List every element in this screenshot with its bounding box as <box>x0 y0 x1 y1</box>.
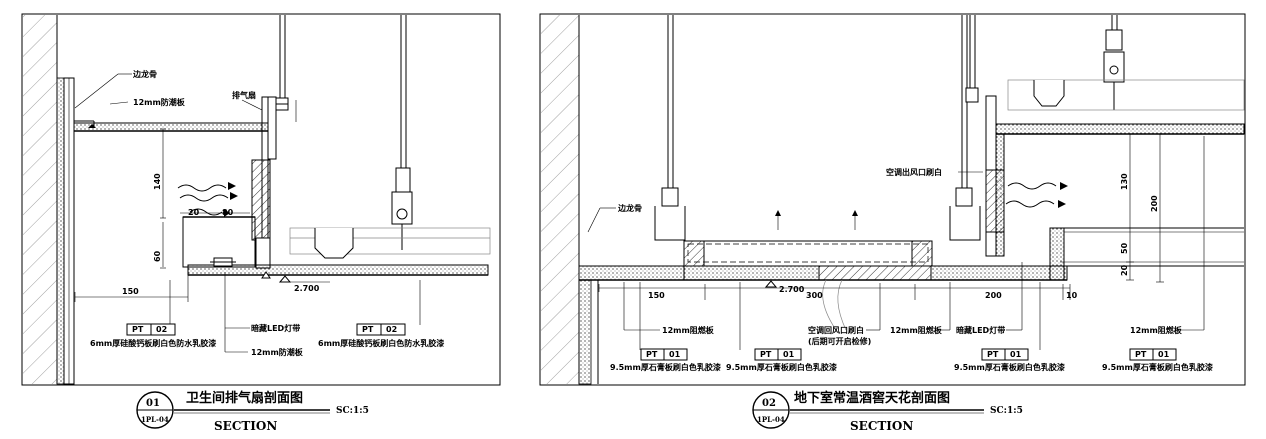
drawing-02-wall <box>541 15 599 385</box>
drawing-01-exhaust-fan <box>177 96 277 269</box>
label-led: 暗藏LED灯带 <box>956 325 1005 335</box>
label-return-note: (后期可开启检修) <box>808 336 871 346</box>
label-outlet: 空调出风口刷白 <box>886 167 942 177</box>
tag-code: PT <box>1135 350 1147 359</box>
label-keel: 边龙骨 <box>617 203 642 213</box>
label-fan: 排气扇 <box>232 90 256 100</box>
dim-10: 10 <box>1066 291 1078 300</box>
label-board3: 12mm阻燃板 <box>1130 325 1183 335</box>
drawing-01-upper-board <box>73 120 271 132</box>
drawing-02-ceiling-board <box>578 265 1068 281</box>
material-tag: PT 01 9.5mm厚石膏板刷白色乳胶漆 <box>954 348 1065 372</box>
label-board-top: 12mm防潮板 <box>133 97 186 107</box>
drawing-01-dimensions: 140 60 20 80 150 2.700 <box>74 128 330 302</box>
dim-150: 150 <box>122 287 139 296</box>
tag-num: 02 <box>156 325 167 334</box>
dim-150: 150 <box>648 291 665 300</box>
label-board2: 12mm阻燃板 <box>890 325 943 335</box>
drawing-01-lower-board <box>182 216 489 279</box>
tag-num: 02 <box>386 325 397 334</box>
spec-2: 9.5mm厚石膏板刷白色乳胶漆 <box>726 362 837 372</box>
dim-80: 80 <box>222 208 234 217</box>
dim-200: 200 <box>985 291 1002 300</box>
tag-code: PT <box>362 325 374 334</box>
title-sheet: 1PL-04 <box>141 415 169 424</box>
drawing-02-title-block: 02 1PL-04 地下室常温酒窖天花剖面图 SECTION SC:1:5 <box>752 390 1023 433</box>
dim-v50: 50 <box>1120 242 1129 254</box>
title-sheet: 1PL-04 <box>757 415 785 424</box>
tag-code: PT <box>760 350 772 359</box>
elev-left: 2.700 <box>294 284 320 293</box>
material-tag: PT 02 6mm厚硅酸钙板刷白色防水乳胶漆 <box>90 323 216 348</box>
drawing-02-annotations: 边龙骨 空调出风口刷白 12mm阻燃板 空调回风口刷白 (后期可开启检修) 12… <box>587 136 1205 350</box>
drawing-01-wall <box>23 15 75 385</box>
title-section: SECTION <box>850 419 913 433</box>
label-led: 暗藏LED灯带 <box>251 323 300 333</box>
drawing-02-upper-step <box>985 79 1245 257</box>
label-return-air: 空调回风口刷白 <box>808 325 864 335</box>
title-name: 地下室常温酒窖天花剖面图 <box>794 390 950 406</box>
title-scale: SC:1:5 <box>990 406 1023 416</box>
label-board-bottom: 12mm防潮板 <box>251 347 304 357</box>
drawing-02-return-air-box <box>683 210 933 267</box>
spec-4: 9.5mm厚石膏板刷白色乳胶漆 <box>1102 362 1213 372</box>
dim-300: 300 <box>806 291 823 300</box>
drawing-01-frame <box>21 13 501 386</box>
dim-v200: 200 <box>1150 195 1159 212</box>
tag-num: 01 <box>1010 350 1022 359</box>
elev-right: 2.700 <box>779 285 805 294</box>
drawing-02-airflow <box>822 182 1068 331</box>
material-tag: PT 02 6mm厚硅酸钙板刷白色防水乳胶漆 <box>318 323 444 348</box>
dim-140: 140 <box>153 173 162 190</box>
label-keel: 边龙骨 <box>132 69 157 79</box>
title-section: SECTION <box>214 419 277 433</box>
label-board1: 12mm阻燃板 <box>662 325 715 335</box>
title-number: 02 <box>762 398 776 409</box>
spec-right: 6mm厚硅酸钙板刷白色防水乳胶漆 <box>318 338 444 348</box>
title-name: 卫生间排气扇剖面图 <box>186 390 303 406</box>
dim-v20: 20 <box>1120 264 1129 276</box>
title-scale: SC:1:5 <box>336 406 369 416</box>
material-tag: PT 01 9.5mm厚石膏板刷白色乳胶漆 <box>1102 348 1213 372</box>
drawing-02-material-tags: PT 01 9.5mm厚石膏板刷白色乳胶漆 PT 01 9.5mm厚石膏板刷白色… <box>610 348 1213 372</box>
tag-code: PT <box>132 325 144 334</box>
spec-1: 9.5mm厚石膏板刷白色乳胶漆 <box>610 362 721 372</box>
drawing-01-material-tags: PT 02 6mm厚硅酸钙板刷白色防水乳胶漆 PT 02 6mm厚硅酸钙板刷白色… <box>90 323 444 348</box>
drawing-01-title-block: 01 1PL-04 卫生间排气扇剖面图 SECTION SC:1:5 <box>136 390 369 433</box>
material-tag: PT 01 9.5mm厚石膏板刷白色乳胶漆 <box>610 348 721 372</box>
drawing-02-side-return <box>1049 227 1244 281</box>
drawing-01-annotations: 边龙骨 12mm防潮板 排气扇 暗藏LED灯带 12mm防潮板 <box>74 69 421 357</box>
material-tag: PT 01 9.5mm厚石膏板刷白色乳胶漆 <box>726 348 837 372</box>
drawing-02-dimensions: 150 300 200 10 2.700 130 50 20 200 <box>598 133 1164 300</box>
spec-3: 9.5mm厚石膏板刷白色乳胶漆 <box>954 362 1065 372</box>
tag-num: 01 <box>669 350 681 359</box>
drawing-01-channel <box>289 227 491 259</box>
drawing-02-frame <box>539 13 1246 386</box>
tag-code: PT <box>646 350 658 359</box>
drawing-01-hangers <box>275 15 413 250</box>
title-number: 01 <box>146 398 160 409</box>
tag-code: PT <box>987 350 999 359</box>
dim-v130: 130 <box>1120 173 1129 190</box>
dim-60: 60 <box>153 250 162 262</box>
drawing-02-hangers <box>654 15 1125 241</box>
tag-num: 01 <box>783 350 795 359</box>
dim-20: 20 <box>188 208 200 217</box>
spec-left: 6mm厚硅酸钙板刷白色防水乳胶漆 <box>90 338 216 348</box>
tag-num: 01 <box>1158 350 1170 359</box>
